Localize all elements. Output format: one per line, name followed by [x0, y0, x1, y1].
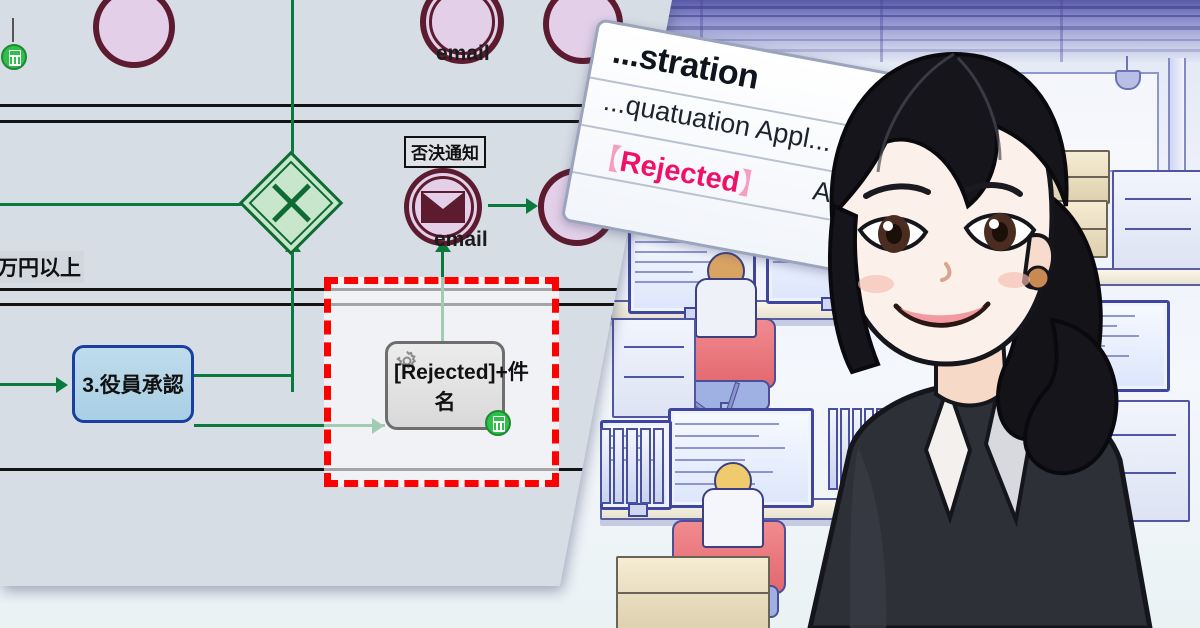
sequence-flow — [0, 203, 250, 206]
flow-condition-label: 万円以上 — [0, 251, 84, 283]
flow-arrow — [56, 377, 68, 393]
message-event[interactable] — [93, 0, 175, 68]
bpmn-diagram-panel: email 万円以上 否決通知 email — [0, 0, 672, 586]
cardboard-box — [616, 556, 770, 628]
calculation-icon — [1, 44, 27, 70]
sequence-flow — [291, 0, 294, 166]
task-label: 3.役員承認 — [82, 374, 184, 397]
file-cabinet — [612, 318, 696, 418]
businesswoman-illustration — [807, 51, 1153, 628]
lane-divider — [0, 120, 672, 123]
sequence-flow — [194, 374, 293, 377]
gateway-x-icon — [254, 166, 328, 240]
task-rejected-subject[interactable]: [Rejected]+件名 — [385, 341, 529, 436]
sequence-flow — [488, 204, 534, 207]
calculation-icon — [485, 410, 511, 436]
event-label: email — [434, 228, 488, 251]
office-worker — [682, 252, 766, 348]
office-worker — [686, 462, 776, 562]
gear-icon — [396, 350, 417, 369]
message-throw-event[interactable] — [404, 168, 482, 246]
event-label: email — [436, 42, 490, 65]
sequence-flow — [0, 383, 60, 386]
lane-divider — [0, 104, 672, 107]
event-name-badge: 否決通知 — [404, 136, 486, 168]
association-line — [12, 18, 14, 42]
sequence-flow — [291, 252, 294, 392]
task-exec-approval[interactable]: 3.役員承認 — [72, 345, 194, 423]
sequence-flow — [194, 424, 293, 427]
flow-arrow — [526, 198, 538, 214]
task-label: [Rejected]+件名 — [394, 360, 529, 414]
ceiling-lamp — [1115, 56, 1141, 90]
binder-row — [600, 428, 665, 504]
